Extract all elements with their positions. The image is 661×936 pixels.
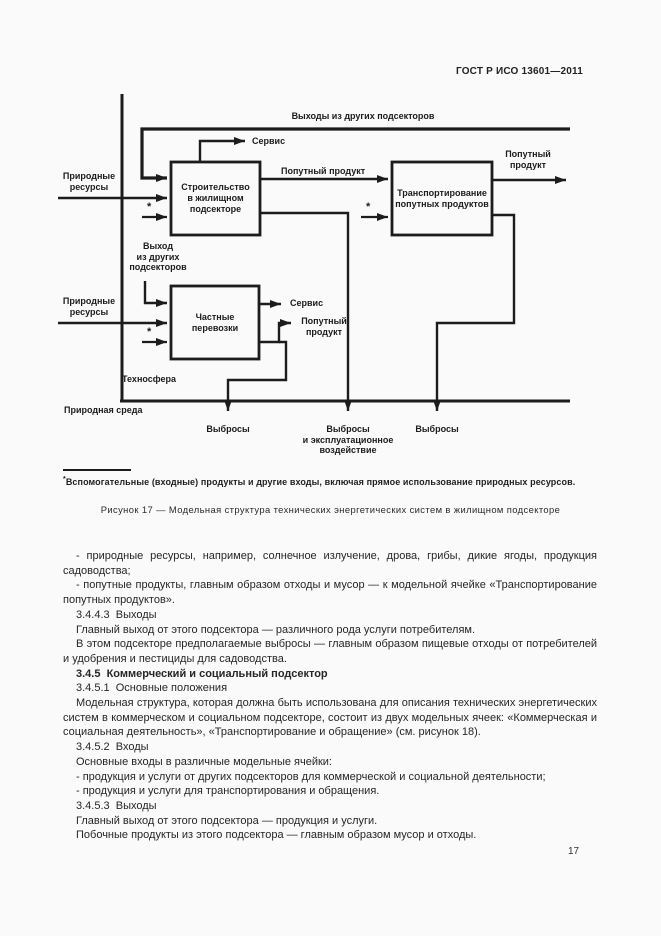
byproduct-right-label: Попутный продукт [505,149,551,170]
emissions-left-label: Выбросы [206,424,250,434]
paragraph: В этом подсекторе предполагаемые выбросы… [63,638,597,665]
flow-service-top [198,137,245,162]
flow-transport-emissions [433,213,516,411]
natural-resources-bottom-label: Природные ресурсы [62,296,116,317]
paragraph: Основные входы в различные модельные яче… [76,755,332,768]
construction-box [169,160,262,237]
section-heading: 3.4.5 Коммерческий и социальный подсекто… [76,667,328,680]
footnote-text: Вспомогательные (входные) продукты и дру… [65,477,576,487]
paragraph: - продукция и услуги для транспортирован… [76,785,380,798]
technosphere-label: Техносфера [122,374,177,384]
paragraph: Главный выход от этого подсектора — прод… [76,814,378,827]
footnote-marker: * [63,476,66,483]
byproduct-mid-label: Попутный продукт [281,166,366,176]
asterisk-top: * [147,201,152,213]
service-top-label: Сервис [252,136,286,146]
page-header: ГОСТ Р ИСО 13601—2011 [455,66,583,77]
paragraph: 3.4.5.2 Входы [76,741,149,754]
paragraph: Побочные продукты из этого подсектора — … [76,829,477,842]
asterisk-bottom: * [147,326,152,338]
transport-box-label: Транспортирование попутных продуктов [395,187,489,209]
paragraph: Модельная структура, которая должна быть… [63,697,597,739]
flow-output-from-other-subsectors [143,281,167,307]
natural-environment-label: Природная среда [64,405,143,415]
emissions-right-label: Выбросы [415,424,459,434]
paragraph: - продукция и услуги от других подсектор… [76,770,546,783]
construction-box-label: Строительство в жилищном подсекторе [181,182,250,214]
private-transport-box-label: Частные перевозки [191,311,239,333]
flow-outputs-from-other-subsectors [140,127,570,182]
emissions-center-label: Выбросы и эксплуатационное воздействие [302,424,394,455]
outputs-from-other-subsectors-label: Выходы из других подсекторов [291,111,435,121]
output-from-other-subsectors-label: Выход из других подсекторов [129,241,187,272]
paragraph: - природные ресурсы, например, солнечное… [63,550,597,577]
figure-caption: Рисунок 17 — Модельная структура техниче… [100,504,561,515]
paragraph: 3.4.5.1 Основные положения [76,682,228,695]
service-bottom-label: Сервис [290,298,324,308]
asterisk-mid: * [366,201,371,213]
footnote-rule [63,469,131,471]
paragraph: 3.4.4.3 Выходы [76,608,157,621]
flow-private-emissions [224,340,288,411]
transport-box [390,160,494,237]
figure-footnote: *Вспомогательные (входные) продукты и др… [63,476,599,487]
flow-construction-emissions [260,211,352,411]
private-transport-box [169,284,261,361]
flow-byproduct-bottom [259,319,291,344]
figure-17-diagram-lines [58,94,570,411]
paragraph: Главный выход от этого подсектора — разл… [76,623,476,636]
natural-resources-top-label: Природные ресурсы [62,171,116,192]
byproduct-bottom-label: Попутный продукт [301,316,347,337]
body-text: - природные ресурсы, например, солнечное… [63,549,597,843]
paragraph: - попутные продукты, главным образом отх… [63,579,597,607]
page-number: 17 [568,846,580,857]
paragraph: 3.4.5.3 Выходы [76,799,157,812]
